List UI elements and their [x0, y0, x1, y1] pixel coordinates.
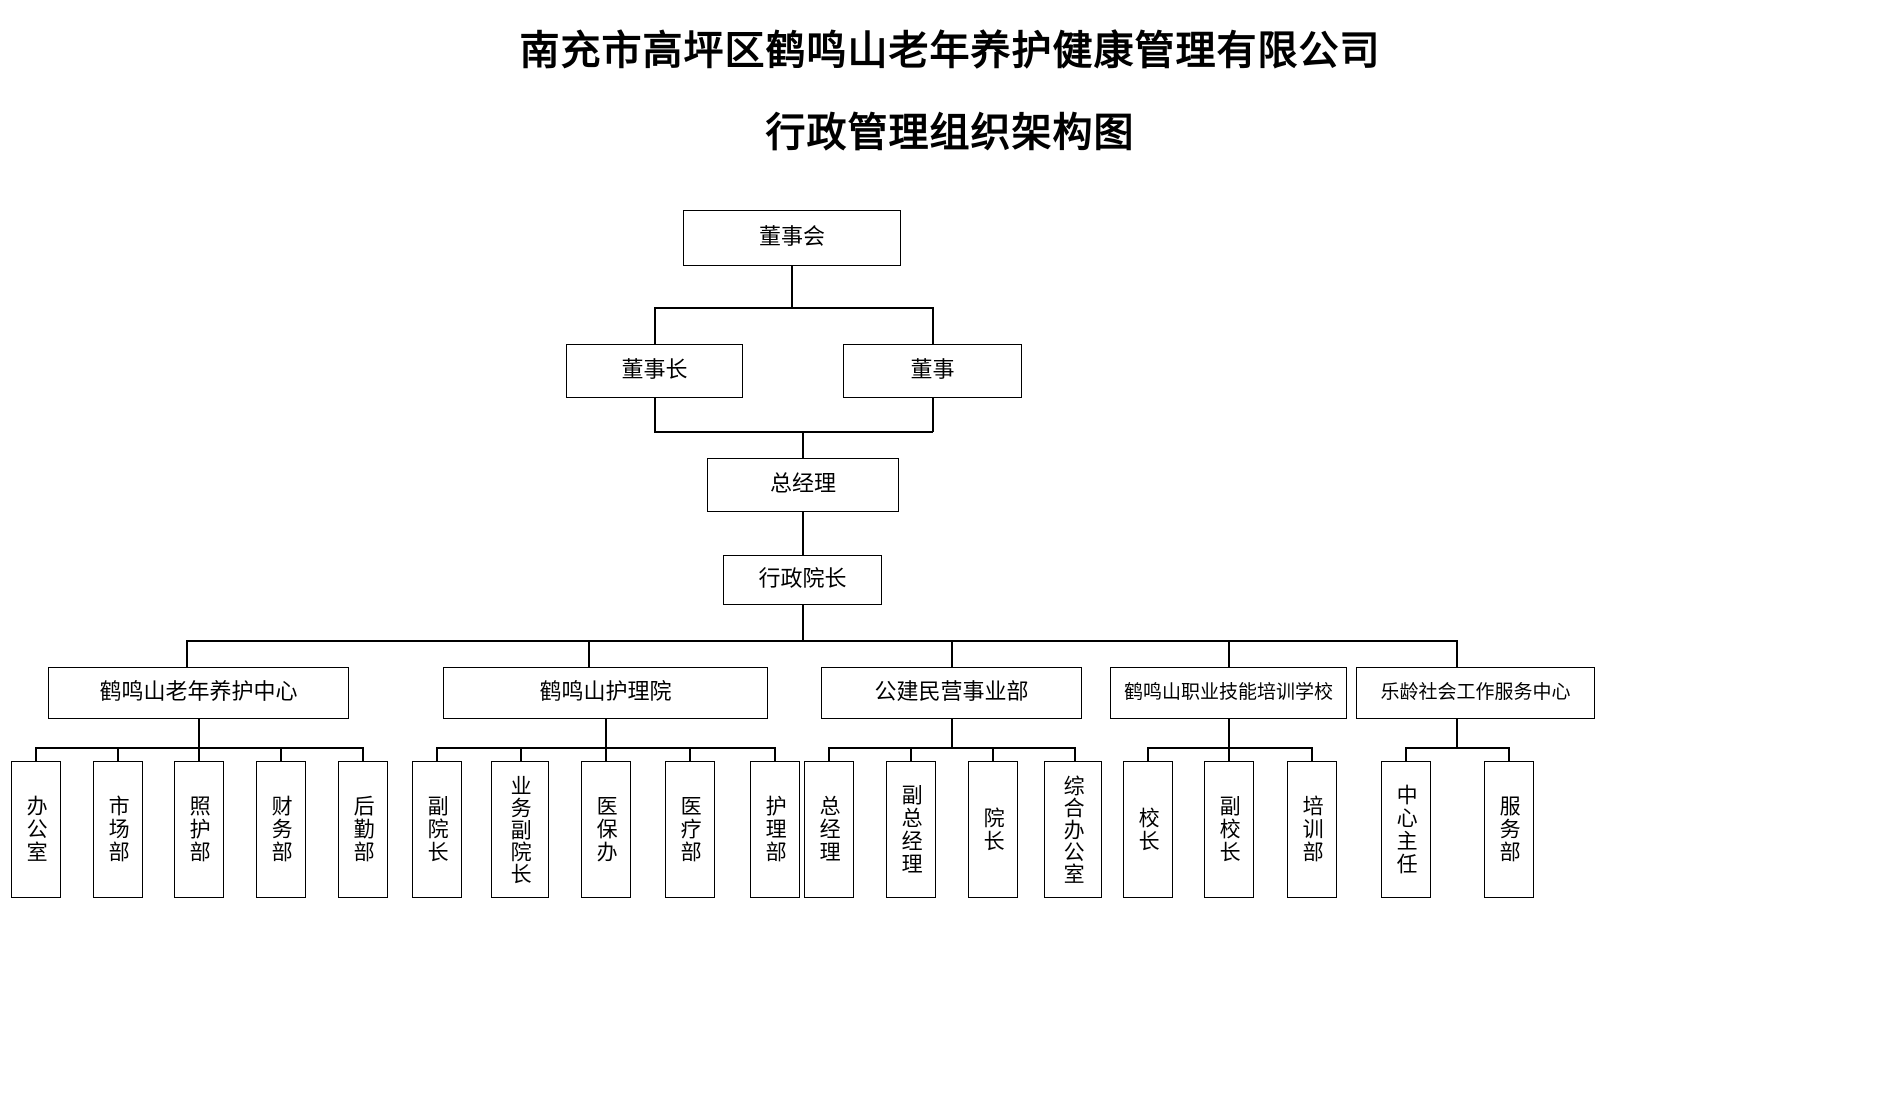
- leaf-service-dept[interactable]: 服务部: [1484, 761, 1534, 898]
- connector-div3-leaf1: [828, 747, 830, 762]
- connector-div4-leaf3: [1311, 747, 1313, 762]
- connector-div2-leaf1: [436, 747, 438, 762]
- connector-to-gm: [802, 431, 804, 458]
- leaf-vice-dean[interactable]: 副院长: [412, 761, 462, 898]
- leaf-medical-dept[interactable]: 医疗部: [665, 761, 715, 898]
- connector-div1-leaf5: [362, 747, 364, 762]
- connector-chairman-down: [654, 398, 656, 432]
- leaf-gm[interactable]: 总经理: [804, 761, 854, 898]
- connector-div2-leaf2: [520, 747, 522, 762]
- leaf-training-dept[interactable]: 培训部: [1287, 761, 1337, 898]
- connector-div3-down: [951, 719, 953, 748]
- connector-div2-leaf3: [605, 747, 607, 762]
- connector-div1-leaf3: [198, 747, 200, 762]
- connector-div3-leaf3: [992, 747, 994, 762]
- connector-div1-leaf4: [280, 747, 282, 762]
- node-admin-dean[interactable]: 行政院长: [723, 555, 882, 605]
- leaf-office[interactable]: 办公室: [11, 761, 61, 898]
- leaf-nursing-dept[interactable]: 护理部: [750, 761, 800, 898]
- leaf-medical-insurance-office[interactable]: 医保办: [581, 761, 631, 898]
- connector-bus-div3: [951, 640, 953, 668]
- connector-level2-bar: [654, 431, 933, 433]
- leaf-logistics-dept[interactable]: 后勤部: [338, 761, 388, 898]
- connector-div3-bus: [828, 747, 1074, 749]
- node-general-manager[interactable]: 总经理: [707, 458, 899, 512]
- leaf-general-office[interactable]: 综合办公室: [1044, 761, 1102, 898]
- connector-dean-down: [802, 605, 804, 641]
- node-division-public-private[interactable]: 公建民营事业部: [821, 667, 1082, 719]
- connector-to-chairman: [654, 307, 656, 345]
- connector-div2-down: [605, 719, 607, 748]
- connector-div1-down: [198, 719, 200, 748]
- node-board[interactable]: 董事会: [683, 210, 901, 266]
- node-division-elder-care-center[interactable]: 鹤鸣山老年养护中心: [48, 667, 349, 719]
- connector-board-down: [791, 266, 793, 308]
- connector-bus-div1: [186, 640, 188, 668]
- node-division-nursing-hospital[interactable]: 鹤鸣山护理院: [443, 667, 768, 719]
- connector-director-down: [932, 398, 934, 432]
- leaf-finance-dept[interactable]: 财务部: [256, 761, 306, 898]
- connector-div3-leaf4: [1074, 747, 1076, 762]
- connector-div5-leaf1: [1405, 747, 1407, 762]
- page-title-subtitle: 行政管理组织架构图: [765, 110, 1135, 156]
- leaf-care-dept[interactable]: 照护部: [174, 761, 224, 898]
- connector-div4-leaf2: [1228, 747, 1230, 762]
- connector-div1-leaf1: [35, 747, 37, 762]
- connector-div2-leaf4: [689, 747, 691, 762]
- leaf-dean[interactable]: 院长: [968, 761, 1018, 898]
- page-title-line1: 南充市高坪区鹤鸣山老年养护健康管理有限公司: [519, 28, 1381, 74]
- connector-division-bus: [186, 640, 1457, 642]
- connector-bus-div2: [588, 640, 590, 668]
- connector-to-director: [932, 307, 934, 345]
- connector-div5-bus: [1405, 747, 1508, 749]
- node-division-vocational-school[interactable]: 鹤鸣山职业技能培训学校: [1110, 667, 1347, 719]
- connector-div3-leaf2: [910, 747, 912, 762]
- connector-div1-leaf2: [117, 747, 119, 762]
- node-division-social-work-center[interactable]: 乐龄社会工作服务中心: [1356, 667, 1595, 719]
- leaf-vice-principal[interactable]: 副校长: [1204, 761, 1254, 898]
- connector-board-bar: [654, 307, 933, 309]
- leaf-business-vice-dean[interactable]: 业务副院长: [491, 761, 549, 898]
- node-director[interactable]: 董事: [843, 344, 1022, 398]
- connector-div4-down: [1228, 719, 1230, 748]
- connector-div5-down: [1456, 719, 1458, 748]
- connector-div4-leaf1: [1147, 747, 1149, 762]
- connector-gm-down: [802, 512, 804, 555]
- connector-div2-leaf5: [774, 747, 776, 762]
- leaf-principal[interactable]: 校长: [1123, 761, 1173, 898]
- leaf-deputy-gm[interactable]: 副总经理: [886, 761, 936, 898]
- node-chairman[interactable]: 董事长: [566, 344, 743, 398]
- connector-bus-div5: [1456, 640, 1458, 668]
- leaf-marketing-dept[interactable]: 市场部: [93, 761, 143, 898]
- connector-bus-div4: [1228, 640, 1230, 668]
- leaf-center-director[interactable]: 中心主任: [1381, 761, 1431, 898]
- connector-div5-leaf2: [1508, 747, 1510, 762]
